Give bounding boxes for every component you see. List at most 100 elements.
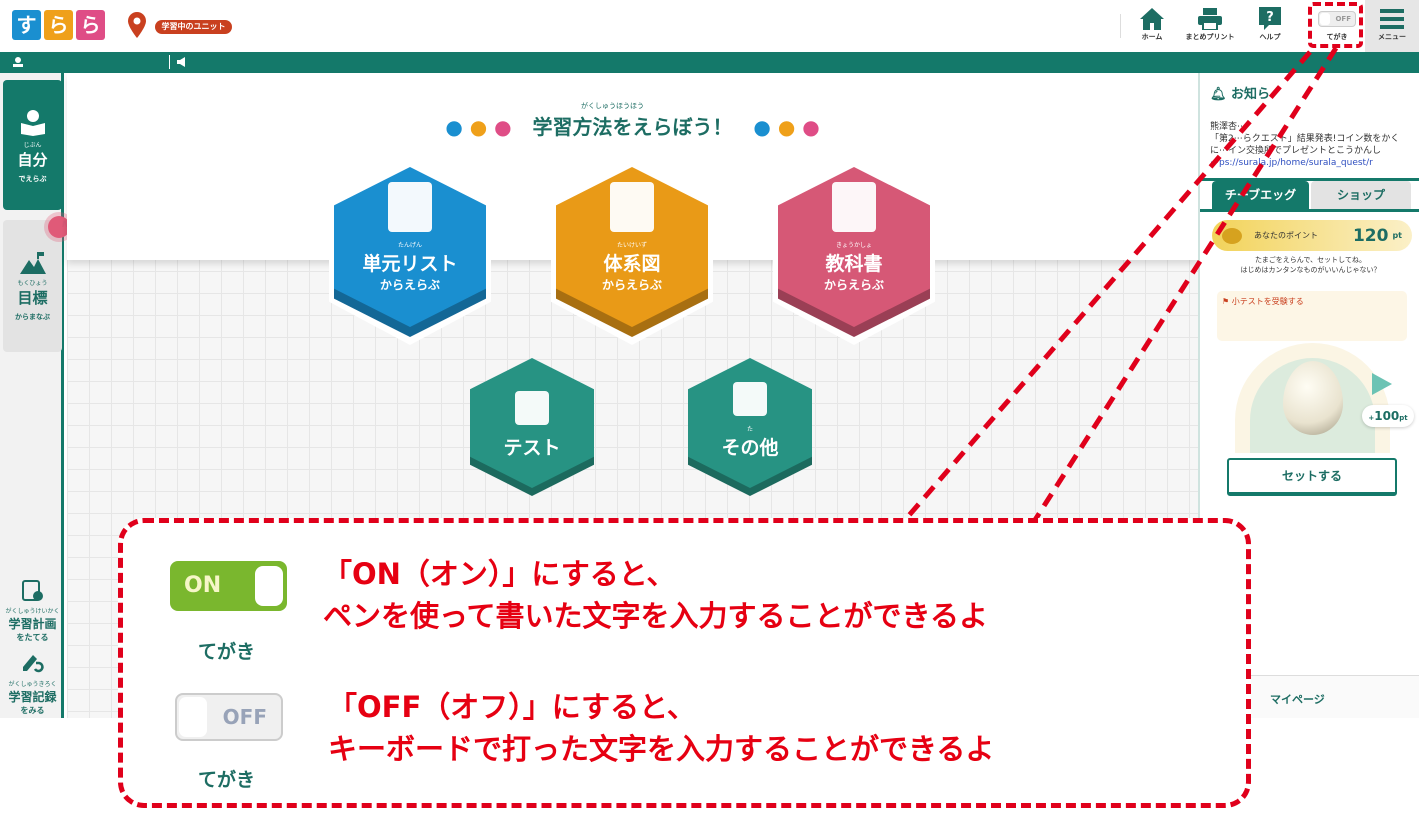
home-button[interactable]: ホーム	[1122, 6, 1182, 48]
map-icon	[610, 182, 654, 232]
tegaki-state: OFF	[1335, 15, 1351, 23]
sidebar-item-self[interactable]: じぶん 自分 でえらぶ	[3, 80, 62, 210]
help-button[interactable]: ? ヘルプ	[1240, 6, 1300, 48]
on-description: 「ON（オン）」にすると、ペンを使って書いた文字を入力することができるよ	[323, 553, 988, 637]
tab-egg[interactable]: チーブエッグ	[1212, 181, 1309, 209]
pencil-return-icon	[22, 655, 44, 673]
on-toggle-label: てがき	[198, 641, 256, 663]
points-unit: pt	[1392, 231, 1402, 240]
sidebar-item-record[interactable]: がくしゅうきろく 学習記録 をみる	[3, 653, 62, 723]
test-sheet-icon	[515, 391, 549, 425]
ruby: じぶん	[23, 142, 42, 149]
on-toggle-text: ON	[184, 573, 222, 598]
sidebar-sub: をたてる	[16, 633, 49, 642]
next-arrow-icon[interactable]	[1372, 373, 1392, 395]
sidebar-title: 学習記録	[8, 690, 57, 704]
hex-button: きょうかしょ教科書からえらぶ	[778, 167, 930, 327]
location-pin-icon	[128, 12, 146, 38]
option-sub: からえらぶ	[601, 278, 662, 292]
points-value: 120	[1352, 225, 1389, 246]
current-unit-badge[interactable]: 学習中のユニット	[155, 20, 232, 34]
option-ruby: きょうかしょ	[835, 242, 872, 249]
sidebar-item-plan[interactable]: がくしゅうけいかく 学習計画 をたてる	[3, 578, 62, 648]
points-display: あなたのポイント 120 pt	[1212, 220, 1412, 251]
tab-shop[interactable]: ショップ	[1311, 181, 1411, 209]
hex-button: テスト	[470, 358, 594, 488]
open-book-icon	[832, 182, 876, 232]
news-list[interactable]: 熊澤杏⋯ 「第2⋯らクエスト」結果発表!コイン数をかく に⋯イン交換所でプレゼン…	[1210, 121, 1415, 176]
tegaki-label: てがき	[1326, 33, 1348, 41]
divider	[1200, 178, 1419, 181]
mypage-label: マイページ	[1270, 693, 1325, 706]
option-system-map[interactable]: たいけいず体系図からえらぶ	[542, 165, 722, 345]
page-title: がくしゅうほうほう ● ● ● 学習方法をえらぼう！ ● ● ●	[67, 101, 1198, 140]
logo[interactable]: す	[12, 10, 41, 40]
logo: ら	[44, 10, 73, 40]
option-textbook[interactable]: きょうかしょ教科書からえらぶ	[764, 165, 944, 345]
hint-text: たまごをえらんで、セットしてね。はじめはカンタンなものがいいんじゃない？	[1200, 255, 1419, 275]
divider	[169, 55, 170, 69]
ruby: がくしゅうけいかく	[5, 608, 60, 615]
option-title: 体系図	[603, 253, 661, 275]
divider	[1200, 209, 1419, 212]
user-icon	[13, 57, 23, 67]
bonus-points: +100pt	[1362, 405, 1414, 427]
help-icon: ?	[1259, 7, 1281, 30]
option-sub: からえらぶ	[379, 278, 440, 292]
hamburger-icon	[1380, 9, 1404, 29]
egg-image[interactable]	[1283, 361, 1343, 435]
printer-icon	[1198, 8, 1222, 30]
new-badge-dot	[48, 216, 70, 238]
header: す ら ら 学習中のユニット ホーム まとめプリント ? ヘルプ OFF てがき…	[0, 0, 1419, 52]
divider	[1120, 14, 1121, 38]
hex-button: たいけいず体系図からえらぶ	[556, 167, 708, 327]
sidebar-title: 目標	[17, 289, 48, 307]
option-ruby: た	[746, 426, 753, 433]
option-ruby: たんげん	[397, 242, 422, 249]
points-label: あなたのポイント	[1254, 231, 1318, 240]
option-other[interactable]: たその他	[678, 356, 822, 500]
option-title: 単元リスト	[362, 253, 458, 275]
off-line: キーボードで打った文字を入力することができるよ	[328, 732, 995, 766]
sidebar-title: 自分	[17, 151, 48, 169]
quiz-link-text: 小テストを受験する	[1231, 297, 1304, 306]
sidebar-sub: をみる	[20, 706, 45, 715]
option-test[interactable]: テスト	[460, 356, 604, 500]
help-label: ヘルプ	[1259, 33, 1281, 41]
svg-text:?: ?	[1266, 10, 1274, 25]
sidebar-item-goal[interactable]: もくひょう 目標 からまなぶ	[3, 220, 62, 352]
status-bar	[0, 52, 1419, 73]
menu-label: メニュー	[1378, 33, 1406, 41]
hex-button: たその他	[688, 358, 812, 488]
highlight-box	[1308, 2, 1363, 48]
on-line: 「ON（オン）」にすると、	[323, 557, 676, 591]
ruby: がくしゅうきろく	[8, 681, 57, 688]
home-icon	[1140, 8, 1164, 30]
news-title: お知ら	[1231, 87, 1271, 102]
calendar-icon	[21, 580, 43, 601]
ruby: もくひょう	[17, 280, 48, 287]
option-title: テスト	[503, 437, 561, 459]
home-label: ホーム	[1141, 33, 1163, 41]
option-ruby: たいけいず	[616, 242, 647, 249]
reading-person-icon	[20, 110, 45, 136]
off-toggle-label: てがき	[198, 769, 256, 791]
on-toggle: ON	[170, 561, 287, 611]
news-link[interactable]: ⋯ps://surala.jp/home/surala_quest/r	[1210, 158, 1373, 168]
set-button[interactable]: セットする	[1227, 458, 1397, 496]
quiz-link[interactable]: ⚑ 小テストを受験する	[1217, 291, 1407, 341]
menu-button[interactable]: メニュー	[1365, 0, 1419, 52]
news-header: 🔔︎ お知ら	[1210, 87, 1271, 102]
hint-line: はじめはカンタンなものがいいんじゃない？	[1240, 266, 1381, 274]
option-title: 教科書	[825, 253, 883, 275]
bonus-prefix: +	[1368, 414, 1375, 422]
option-unit-list[interactable]: たんげん単元リストからえらぶ	[320, 165, 500, 345]
news-line: 熊澤杏⋯	[1210, 122, 1247, 132]
tegaki-toggle[interactable]: OFF てがき	[1307, 6, 1367, 48]
hint-line: たまごをえらんで、セットしてね。	[1255, 256, 1366, 264]
sidebar-sub: でえらぶ	[18, 175, 47, 183]
title-ruby: がくしゅうほうほう	[581, 102, 644, 110]
print-button[interactable]: まとめプリント	[1180, 6, 1240, 48]
title-text: 学習方法をえらぼう！	[532, 115, 733, 139]
